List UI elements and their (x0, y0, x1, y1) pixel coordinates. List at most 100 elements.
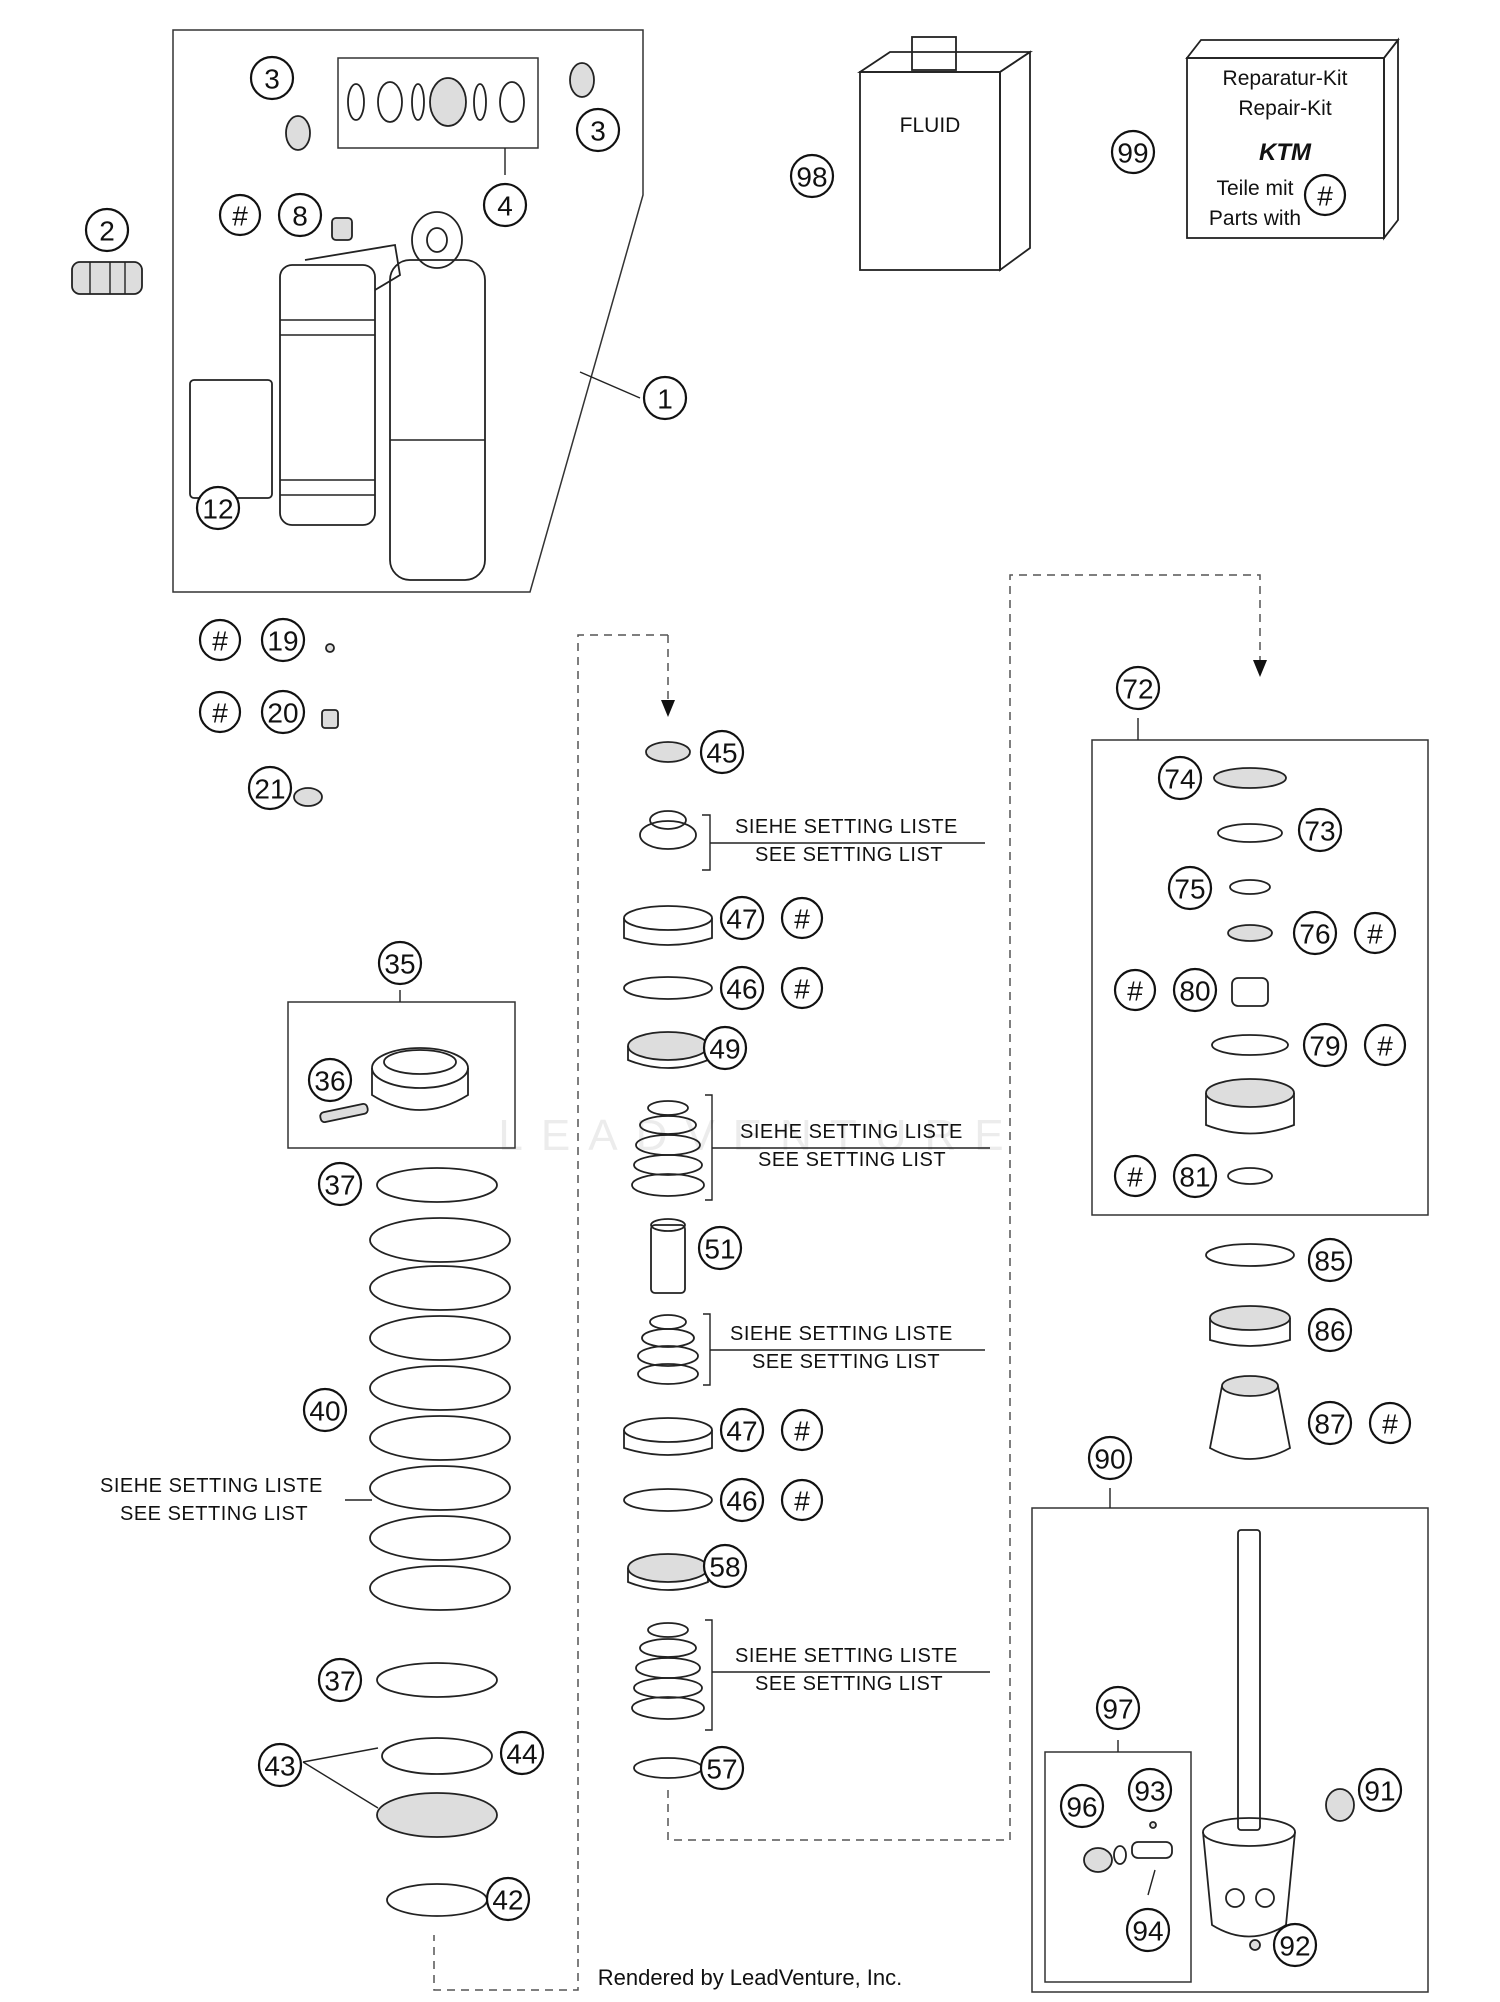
reservoir-cap-box (1091, 739, 1429, 1216)
o-ring-46a (623, 976, 713, 1000)
hash-badge-8-label: # (232, 201, 248, 232)
setting-note-en-3: SEE SETTING LIST (752, 1351, 940, 1373)
top-out-87 (1221, 1375, 1279, 1397)
callout-99-label: 99 (1117, 138, 1148, 169)
callout-3a-label: 3 (264, 64, 280, 95)
bladder-cap (1205, 1078, 1295, 1108)
callout-46a: 46 (719, 965, 765, 1011)
callout-47b-label: 47 (726, 1416, 757, 1447)
callout-97: 97 (1095, 1685, 1141, 1731)
piston-band-47a (623, 905, 713, 931)
callout-47a: 47 (719, 895, 765, 941)
callout-37a-label: 37 (324, 1170, 355, 1201)
hash-badge-46b-label: # (794, 1486, 810, 1517)
adjusting-nut (371, 1047, 469, 1111)
hash-badge-79: # (1363, 1023, 1407, 1067)
repair-kit-line2: Repair-Kit (1238, 97, 1332, 120)
bush-80 (1231, 977, 1269, 1007)
callout-91: 91 (1357, 1767, 1403, 1813)
route-right (667, 574, 1261, 1841)
piston-rod (1202, 1529, 1296, 1938)
spring-seat-bottom (376, 1662, 498, 1698)
hash-badge-81-label: # (1127, 1162, 1143, 1193)
ball-92 (1249, 1939, 1261, 1951)
fluid-label: FLUID (900, 114, 961, 137)
hash-badge-20: # (198, 690, 242, 734)
nut-51 (650, 1224, 686, 1294)
setting-note-en-4: SEE SETTING LIST (755, 1673, 943, 1695)
callout-20: 20 (260, 689, 306, 735)
callout-40: 40 (302, 1387, 348, 1433)
hash-badge-76: # (1353, 911, 1397, 955)
cap-74 (1213, 767, 1287, 789)
callout-87: 87 (1307, 1400, 1353, 1446)
repair-kit-line3: Teile mit (1216, 177, 1293, 200)
seal-76 (1227, 924, 1273, 942)
callout-97-label: 97 (1102, 1694, 1133, 1725)
hash-badge-79-label: # (1377, 1031, 1393, 1062)
callout-35-label: 35 (384, 949, 415, 980)
repair-kit-box: Reparatur-Kit Repair-Kit KTM Teile mit P… (1185, 37, 1400, 241)
callout-4-label: 4 (497, 191, 513, 222)
seal-holder-86 (1209, 1305, 1291, 1331)
callout-72-label: 72 (1122, 674, 1153, 705)
callout-92-label: 92 (1279, 1931, 1310, 1962)
setting-note-en-2: SEE SETTING LIST (758, 1149, 946, 1171)
ktm-logo: KTM (1259, 139, 1312, 166)
callout-2: 2 (84, 207, 130, 253)
valve-core (321, 709, 339, 729)
hash-badge-8: # (218, 193, 262, 237)
callout-8: 8 (277, 192, 323, 238)
shim-stack-2 (631, 1100, 705, 1197)
callout-40-label: 40 (309, 1396, 340, 1427)
hash-badge-kit: # (1303, 173, 1347, 217)
callout-46b: 46 (719, 1477, 765, 1523)
callout-19: 19 (260, 617, 306, 663)
bushing-left (285, 115, 311, 151)
callout-1-label: 1 (657, 384, 673, 415)
hash-badge-87: # (1368, 1401, 1412, 1445)
callout-92: 92 (1272, 1922, 1318, 1968)
piston-58 (627, 1553, 709, 1583)
callout-57-label: 57 (706, 1754, 737, 1785)
route-left (433, 634, 668, 1991)
callout-42: 42 (485, 1876, 531, 1922)
bleed-screw (331, 217, 353, 241)
shim-stack-3 (637, 1314, 699, 1385)
washer-75 (1229, 879, 1271, 895)
callout-37b: 37 (317, 1657, 363, 1703)
callout-80-label: 80 (1179, 976, 1210, 1007)
callout-91-label: 91 (1364, 1776, 1395, 1807)
callout-73-label: 73 (1304, 816, 1335, 847)
hash-badge-80: # (1113, 968, 1157, 1012)
hash-badge-46b: # (780, 1478, 824, 1522)
callout-45: 45 (699, 729, 745, 775)
callout-90-label: 90 (1094, 1444, 1125, 1475)
callout-36: 36 (307, 1057, 353, 1103)
hash-badge-80-label: # (1127, 976, 1143, 1007)
callout-73: 73 (1297, 807, 1343, 853)
callout-3a: 3 (249, 55, 295, 101)
hash-badge-46a: # (780, 966, 824, 1010)
watermark-text: LEADVENTURE (498, 1111, 1021, 1160)
callout-72: 72 (1115, 665, 1161, 711)
hash-badge-47b: # (780, 1408, 824, 1452)
hash-badge-76-label: # (1367, 919, 1383, 950)
o-ring-46b (623, 1488, 713, 1512)
washer-57 (633, 1757, 703, 1779)
callout-46a-label: 46 (726, 974, 757, 1005)
callout-76: 76 (1292, 910, 1338, 956)
callout-37b-label: 37 (324, 1666, 355, 1697)
hash-badge-47a: # (780, 896, 824, 940)
callout-8-label: 8 (292, 201, 308, 232)
callout-37a: 37 (317, 1161, 363, 1207)
callout-20-label: 20 (267, 698, 298, 729)
callout-2-label: 2 (99, 216, 115, 247)
hash-badge-kit-label: # (1317, 181, 1333, 212)
callout-85: 85 (1307, 1237, 1353, 1283)
callout-75: 75 (1167, 865, 1213, 911)
o-ring-79 (1211, 1034, 1289, 1056)
coil-spring (369, 1217, 511, 1611)
hash-badge-46a-label: # (794, 974, 810, 1005)
